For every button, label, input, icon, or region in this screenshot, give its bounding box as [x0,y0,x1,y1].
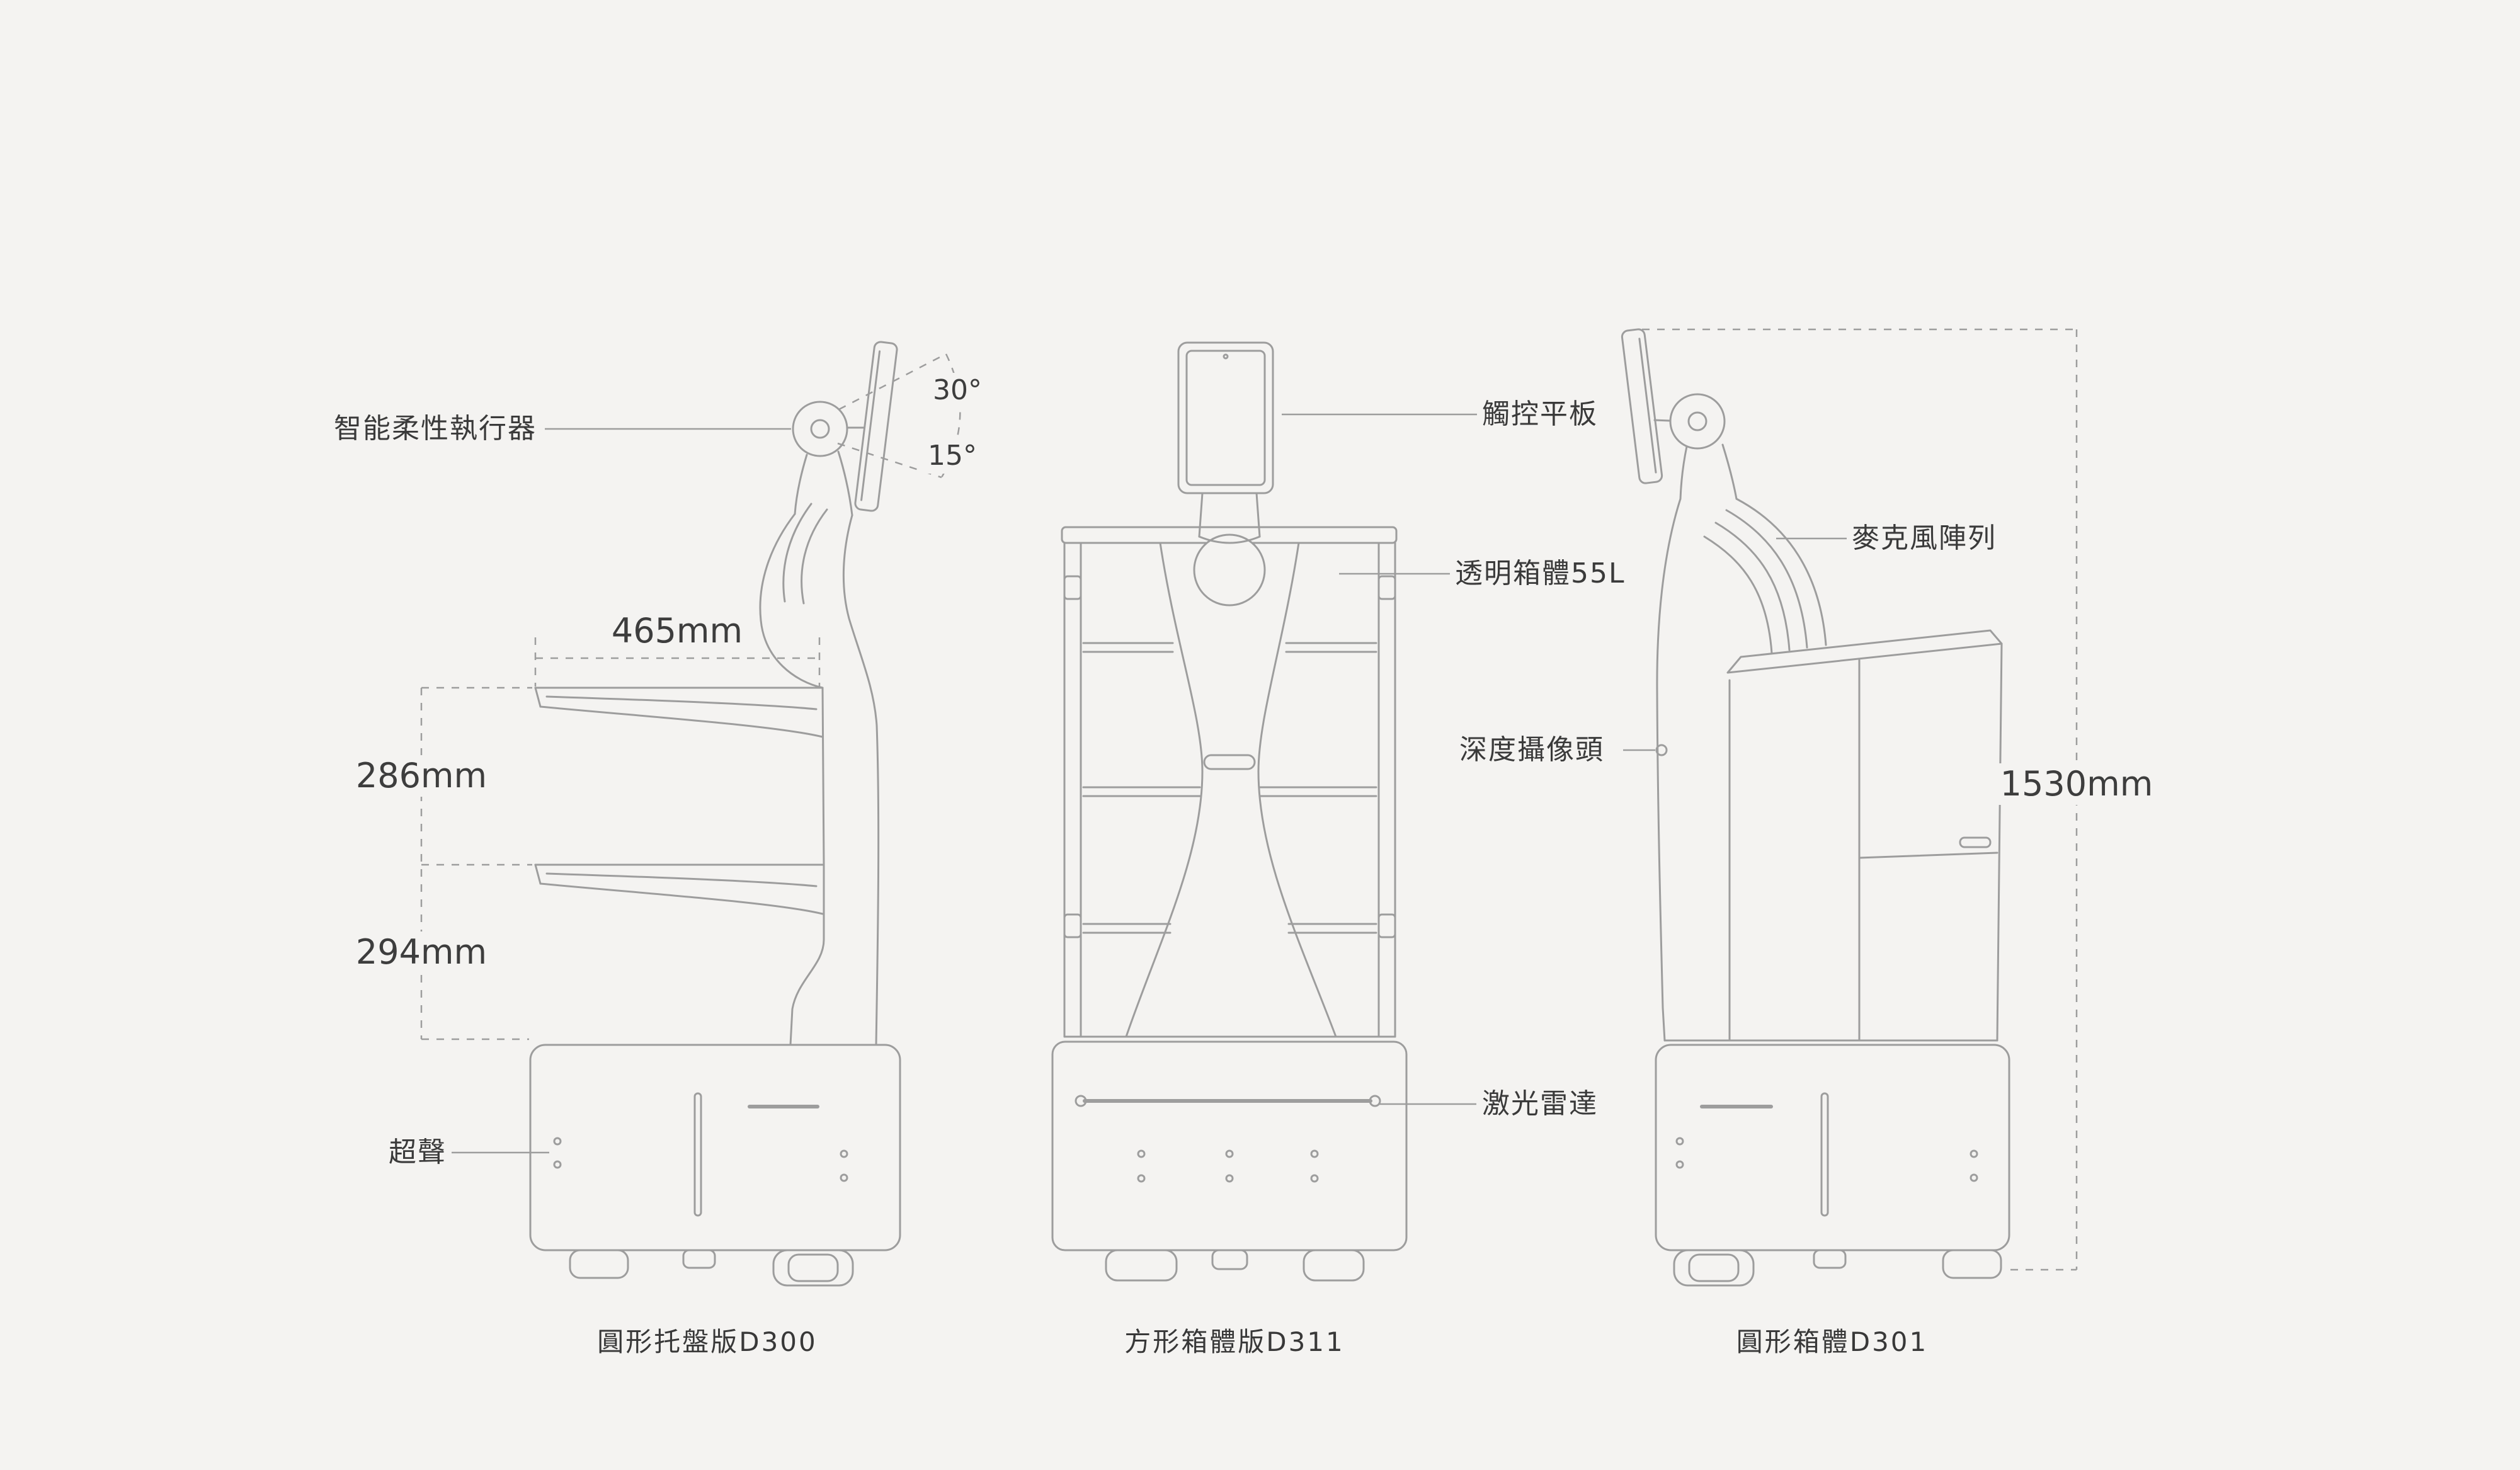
label-lidar: 激光雷達 [1482,1088,1598,1120]
d300-actuator-joint [792,401,848,457]
dim-tray-width: 465mm [611,611,743,651]
label-depth-camera: 深度攝像頭 [1459,734,1604,766]
d311-center-column [1125,542,1337,1038]
d301-wheels [1673,1249,2002,1287]
caption-d301: 圓形箱體D301 [1736,1326,1929,1357]
d300-wheels [569,1249,854,1287]
d301-cabinet [1663,629,2003,1042]
d311-neck-joint [1193,533,1266,607]
d300-spine [759,503,880,1046]
d311-cabinet-walls [1063,542,1396,1038]
d300-ultrasonic-sensors [553,1137,562,1146]
d301-screen-panel [1621,328,1663,484]
d301-base [1655,1044,2010,1251]
d301-screen-mount [1653,419,1671,422]
label-touch-tablet: 觸控平板 [1482,398,1598,430]
dim-lower-tray-gap: 294mm [346,932,496,973]
d300-upper-tray [534,687,824,738]
robot-d300-drawing [529,341,901,1287]
robot-d301-drawing [1621,328,2010,1287]
d300-base [529,1044,901,1251]
label-angle-15: 15° [919,438,986,474]
d311-tablet [1177,341,1274,494]
d301-spine-edge [1656,498,1682,1042]
d311-shelves [1082,642,1377,934]
caption-d311: 方形箱體版D311 [1124,1326,1345,1357]
d311-neck [1198,492,1261,544]
d311-wheels [1105,1249,1365,1282]
label-smart-actuator: 智能柔性執行器 [334,413,537,445]
d300-screen-panel [854,341,898,512]
d300-lower-tray [534,863,824,915]
label-transparent-cabinet: 透明箱體55L [1455,557,1626,590]
d301-depth-camera [1655,744,1668,756]
dim-total-height: 1530mm [1991,763,2162,805]
label-ultrasonic: 超聲 [389,1136,447,1168]
leader-lines [452,413,1847,1154]
label-angle-30: 30° [924,373,991,408]
caption-d300: 圓形托盤版D300 [597,1326,818,1357]
dim-upper-tray-gap: 286mm [346,755,496,797]
d301-actuator-joint [1669,393,1726,450]
label-mic-array: 麥克風陣列 [1852,522,1997,554]
robot-d311-drawing [1051,341,1408,1282]
d311-base [1051,1040,1408,1251]
d301-mic-array-ribs [1703,498,1827,654]
